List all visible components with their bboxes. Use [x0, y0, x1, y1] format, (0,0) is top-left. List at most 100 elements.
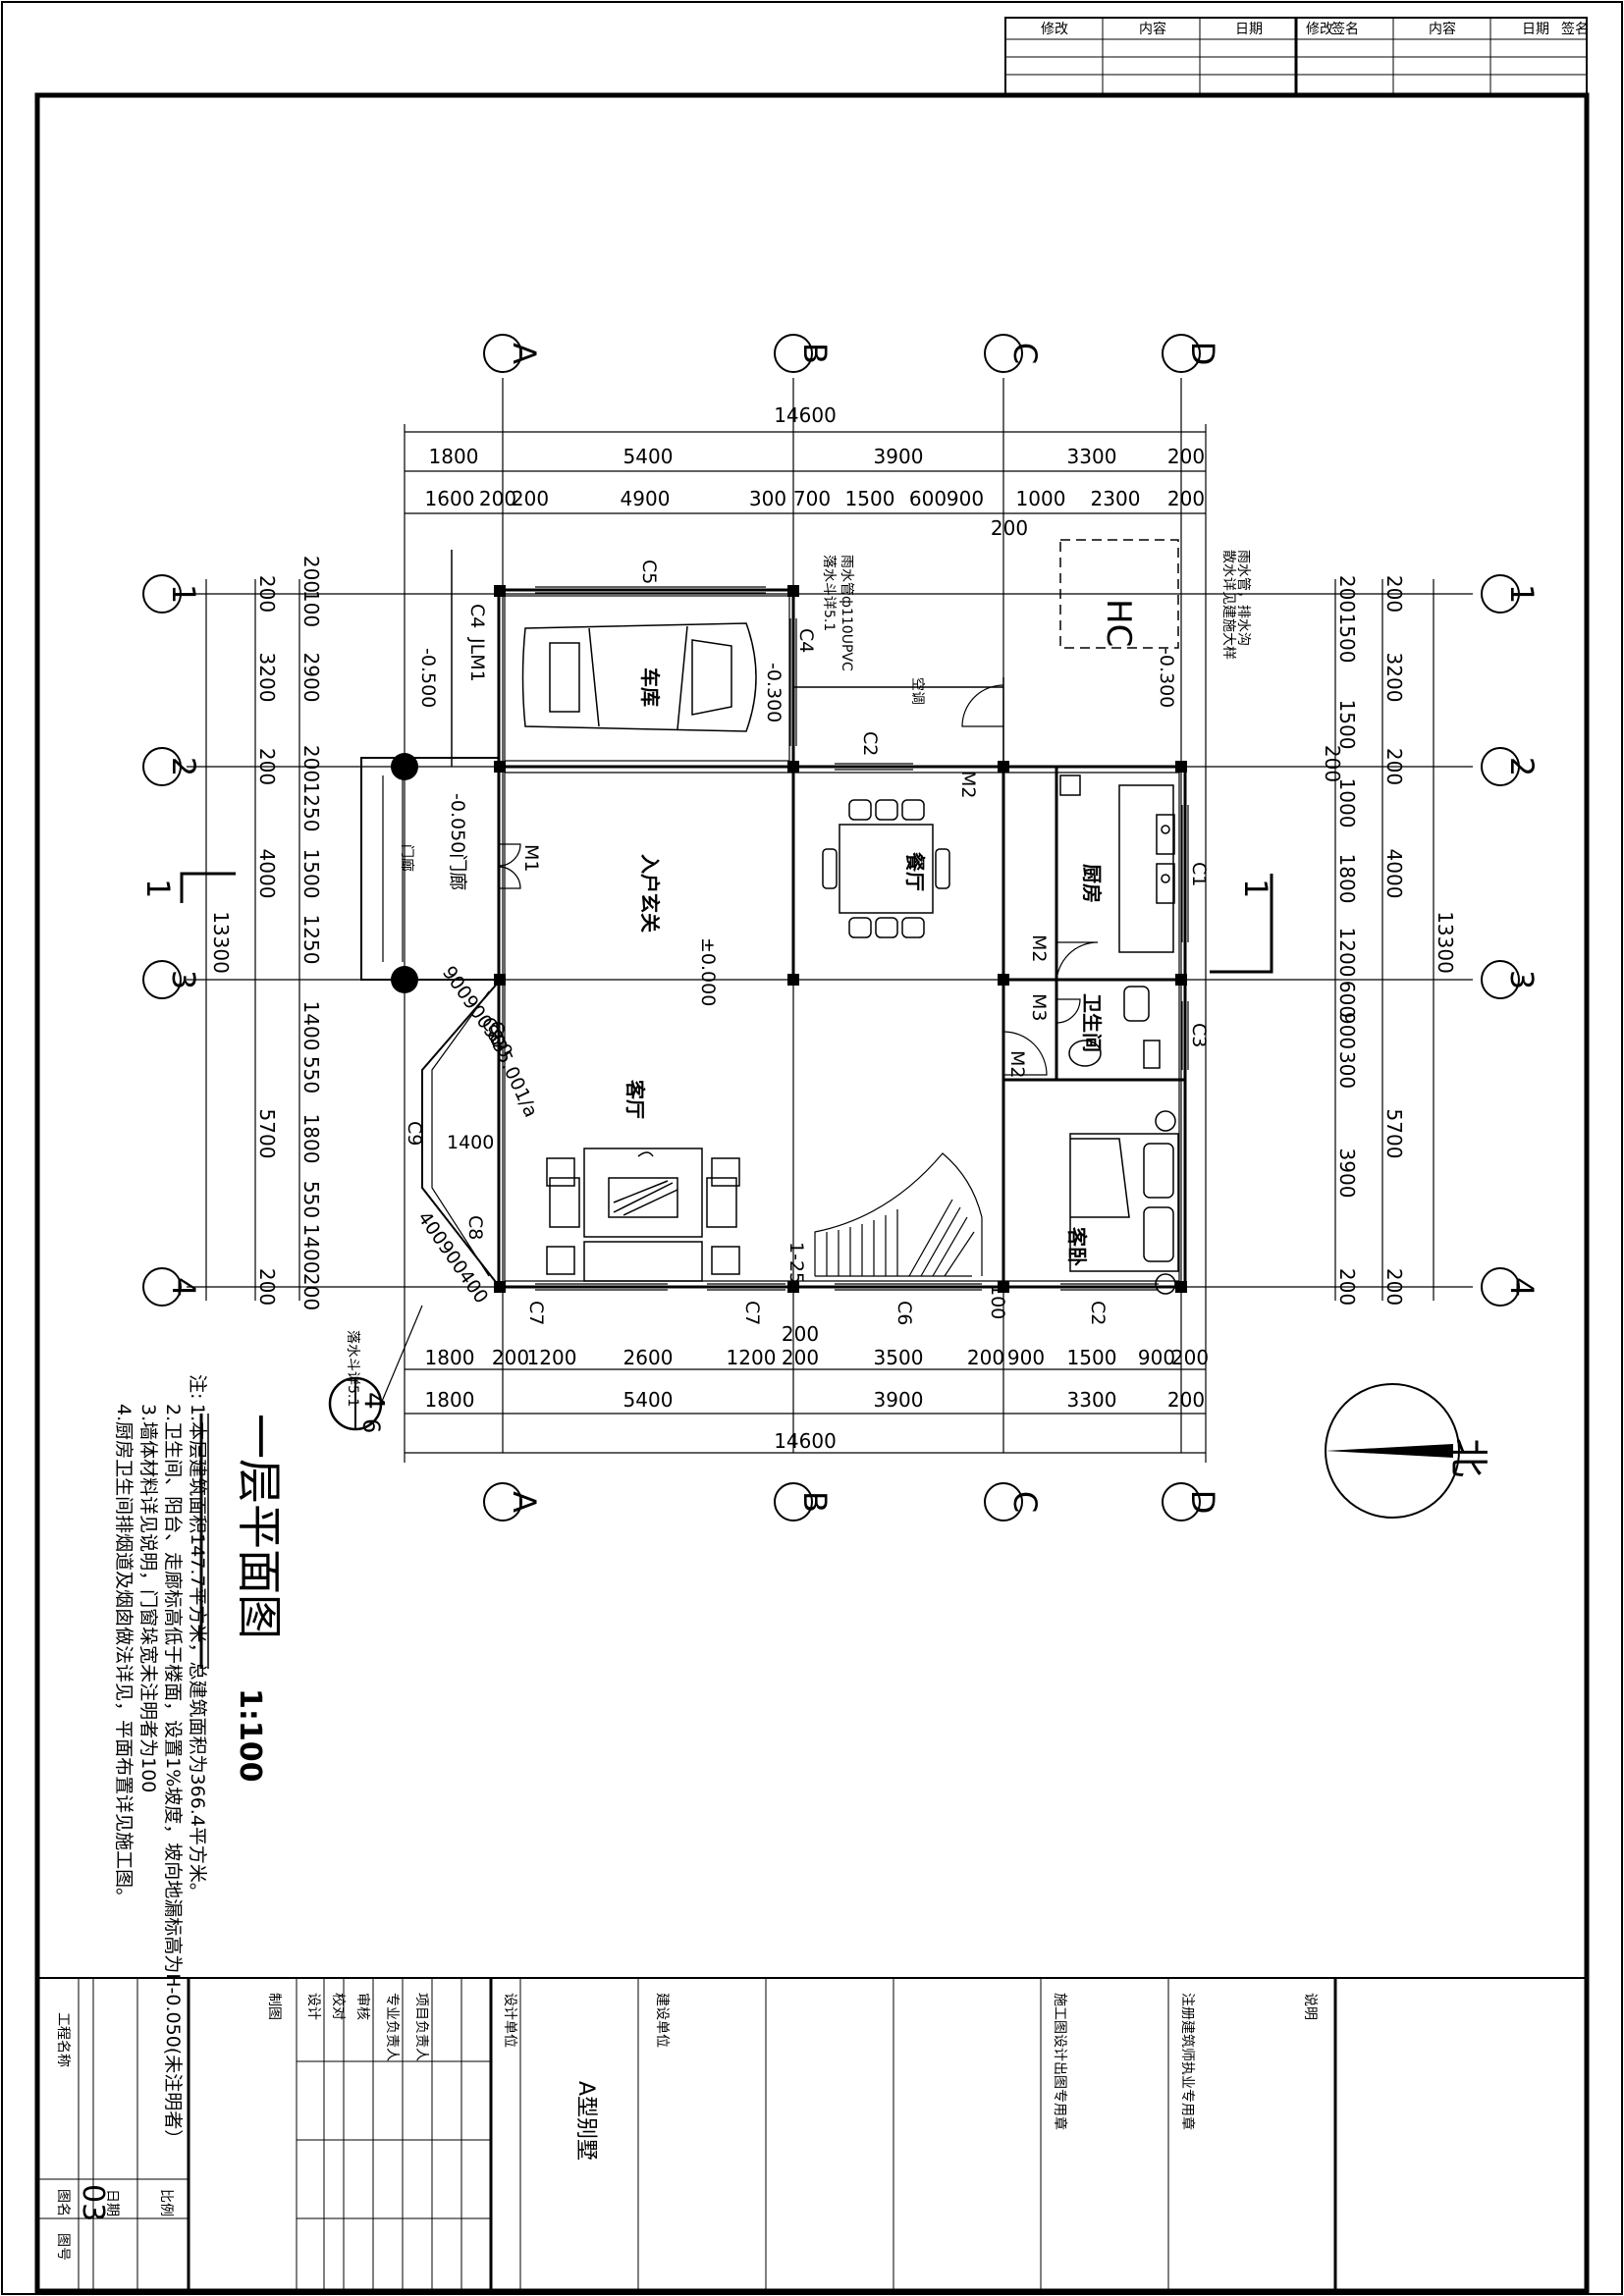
dim-bot-r1-10: 900 [1138, 1346, 1175, 1369]
dim-top: 14600 1800 5400 3900 3300 200 1600 200 2… [425, 403, 1206, 540]
label-ac: 空调 [909, 677, 925, 705]
label-dim-1400: 1400 [447, 1132, 494, 1153]
dim-top-r1-0: 1800 [429, 445, 479, 468]
tb-label-9: 日期 [104, 2189, 120, 2216]
dim-bot-r2-4: 200 [1167, 1388, 1205, 1412]
dim-left-o2: 200 [255, 748, 279, 785]
label-c8a: C8 [486, 1021, 508, 1045]
label-m2b: M2 [1028, 934, 1050, 962]
dim-right-i9: 300 [1335, 1051, 1359, 1089]
dim-bottom: 200 1800 200 1200 2600 1200 200 3500 200… [425, 1322, 1210, 1453]
dim-left-i2: 2900 [299, 653, 323, 703]
dim-right-total: 13300 [1434, 911, 1457, 974]
axis-2-right: 2 [1503, 757, 1541, 776]
tb-label-1: 图名 [55, 2189, 71, 2216]
tb-label-11: 专业负责人 [384, 1993, 400, 2061]
dim-left-i7: 1400 [299, 1001, 323, 1051]
dim-right-i8: 900 [1335, 1012, 1359, 1049]
doors [498, 684, 1099, 1076]
tb-label-10: 图号 [55, 2233, 71, 2261]
axis-a-bottom: A [506, 1491, 543, 1513]
dim-top-r2-4: 300 [749, 487, 786, 510]
detail-ref-num: 4 [358, 1392, 391, 1410]
label-elev-000: ±0.000 [697, 937, 719, 1006]
dim-bot-r1-8: 900 [1007, 1346, 1045, 1369]
dim-right-i0: 200 [1335, 575, 1359, 613]
axis-b-bottom: B [796, 1491, 834, 1513]
revision-headers: 修改 内容 日期 签名 修改 内容 日期 签名 [1041, 21, 1589, 37]
dim-bottom-extra: 200 [782, 1322, 819, 1346]
label-c3: C3 [1188, 1023, 1210, 1047]
north-label: 北 [1445, 1438, 1490, 1477]
label-dim-rot2: C835.001/a [476, 1014, 541, 1121]
dim-left-o0: 200 [255, 575, 279, 613]
axis-bubbles [142, 334, 1520, 1522]
dim-right-o0: 200 [1382, 575, 1406, 613]
grid-lines [187, 378, 1473, 1453]
label-c5: C5 [638, 560, 660, 584]
room-car: 车库 [638, 667, 662, 707]
label-c2a: C2 [859, 731, 881, 756]
section-num-left: 1 [139, 879, 177, 898]
rev-h7: 签名 [1561, 21, 1589, 37]
dim-right-i11: 200 [1335, 1268, 1359, 1306]
tb-label-8: 比例 [158, 2189, 174, 2216]
dim-top-r2-7: 600 [909, 487, 947, 510]
label-c1: C1 [1188, 862, 1210, 886]
label-elev-050: -0.050门廊 [447, 793, 468, 890]
dim-left-i4: 1250 [299, 782, 323, 832]
dim-left-i5: 1500 [299, 849, 323, 899]
bed-icon [1069, 1110, 1179, 1295]
dim-left-o5: 200 [255, 1268, 279, 1306]
dim-top-r1-3: 3300 [1067, 445, 1117, 468]
section-num-right: 1 [1237, 879, 1274, 898]
label-pipe2: 落水斗详5.1 [821, 555, 837, 631]
dim-left-i1: 100 [299, 590, 323, 627]
tb-label-2: 建设单位 [654, 1993, 670, 2048]
columns [391, 585, 1187, 1293]
dim-top-extra: 200 [991, 516, 1028, 540]
revision-table [1004, 17, 1588, 96]
axis-c-bottom: C [1006, 1491, 1044, 1513]
label-c2b: C2 [1087, 1301, 1109, 1325]
room-hc: HC [1099, 599, 1138, 647]
notes: 注: 1.本层建筑面积147.7平方米，总建筑面积为366.4平方米。 2.卫生… [113, 1374, 208, 2148]
title-block [36, 1977, 1588, 2292]
tb-label-0: 工程名称 [55, 2012, 71, 2067]
dim-right-o5: 200 [1382, 1268, 1406, 1306]
hc-box [1059, 539, 1179, 649]
axis-2-left: 2 [165, 757, 202, 776]
dim-bot-r2-3: 3300 [1067, 1388, 1117, 1412]
axis-3-left: 3 [165, 970, 202, 989]
axis-c-top: C [1006, 343, 1044, 364]
axis-4-right: 4 [1503, 1277, 1541, 1297]
axis-4-left: 4 [165, 1277, 202, 1297]
dim-bot-r1-2: 1200 [527, 1346, 577, 1369]
axis-b-top: B [796, 343, 834, 364]
dim-top-r2-8: 900 [947, 487, 984, 510]
dim-top-r2-11: 200 [1167, 487, 1205, 510]
axis-d-top: D [1184, 342, 1221, 366]
dim-bot-r1-0: 1800 [425, 1346, 475, 1369]
dim-right-i4: 1000 [1335, 778, 1359, 828]
dining-table-icon [822, 799, 950, 938]
room-labels: 车库 入户玄关 餐厅 厨房 客厅 卫生间 客卧 HC [623, 599, 1138, 1266]
rev-h6: 日期 [1522, 22, 1549, 37]
label-pipe-note2: 散水详见建施大样 [1220, 550, 1236, 660]
label-c8b: C8 [464, 1215, 486, 1240]
dim-bot-r2-1: 5400 [623, 1388, 674, 1412]
tb-note-2: 注册建筑师执业专用章 [1179, 1993, 1196, 2130]
tb-label-3: 设计单位 [502, 1993, 517, 2048]
label-m1: M1 [520, 844, 542, 872]
label-detail-note: 落水斗详5.1 [345, 1330, 360, 1407]
dim-right-o1: 3200 [1382, 653, 1406, 703]
label-c4a: C4 [466, 604, 488, 628]
dim-left-i12: 200 [299, 1273, 323, 1310]
label-elev-500: -0.500 [417, 648, 439, 708]
dimension-lines [205, 424, 1435, 1463]
dim-left-o3: 4000 [255, 849, 279, 899]
dim-right-i7: 600 [1335, 981, 1359, 1018]
dim-bot-r1-7: 200 [967, 1346, 1004, 1369]
label-c9: C9 [404, 1121, 425, 1146]
